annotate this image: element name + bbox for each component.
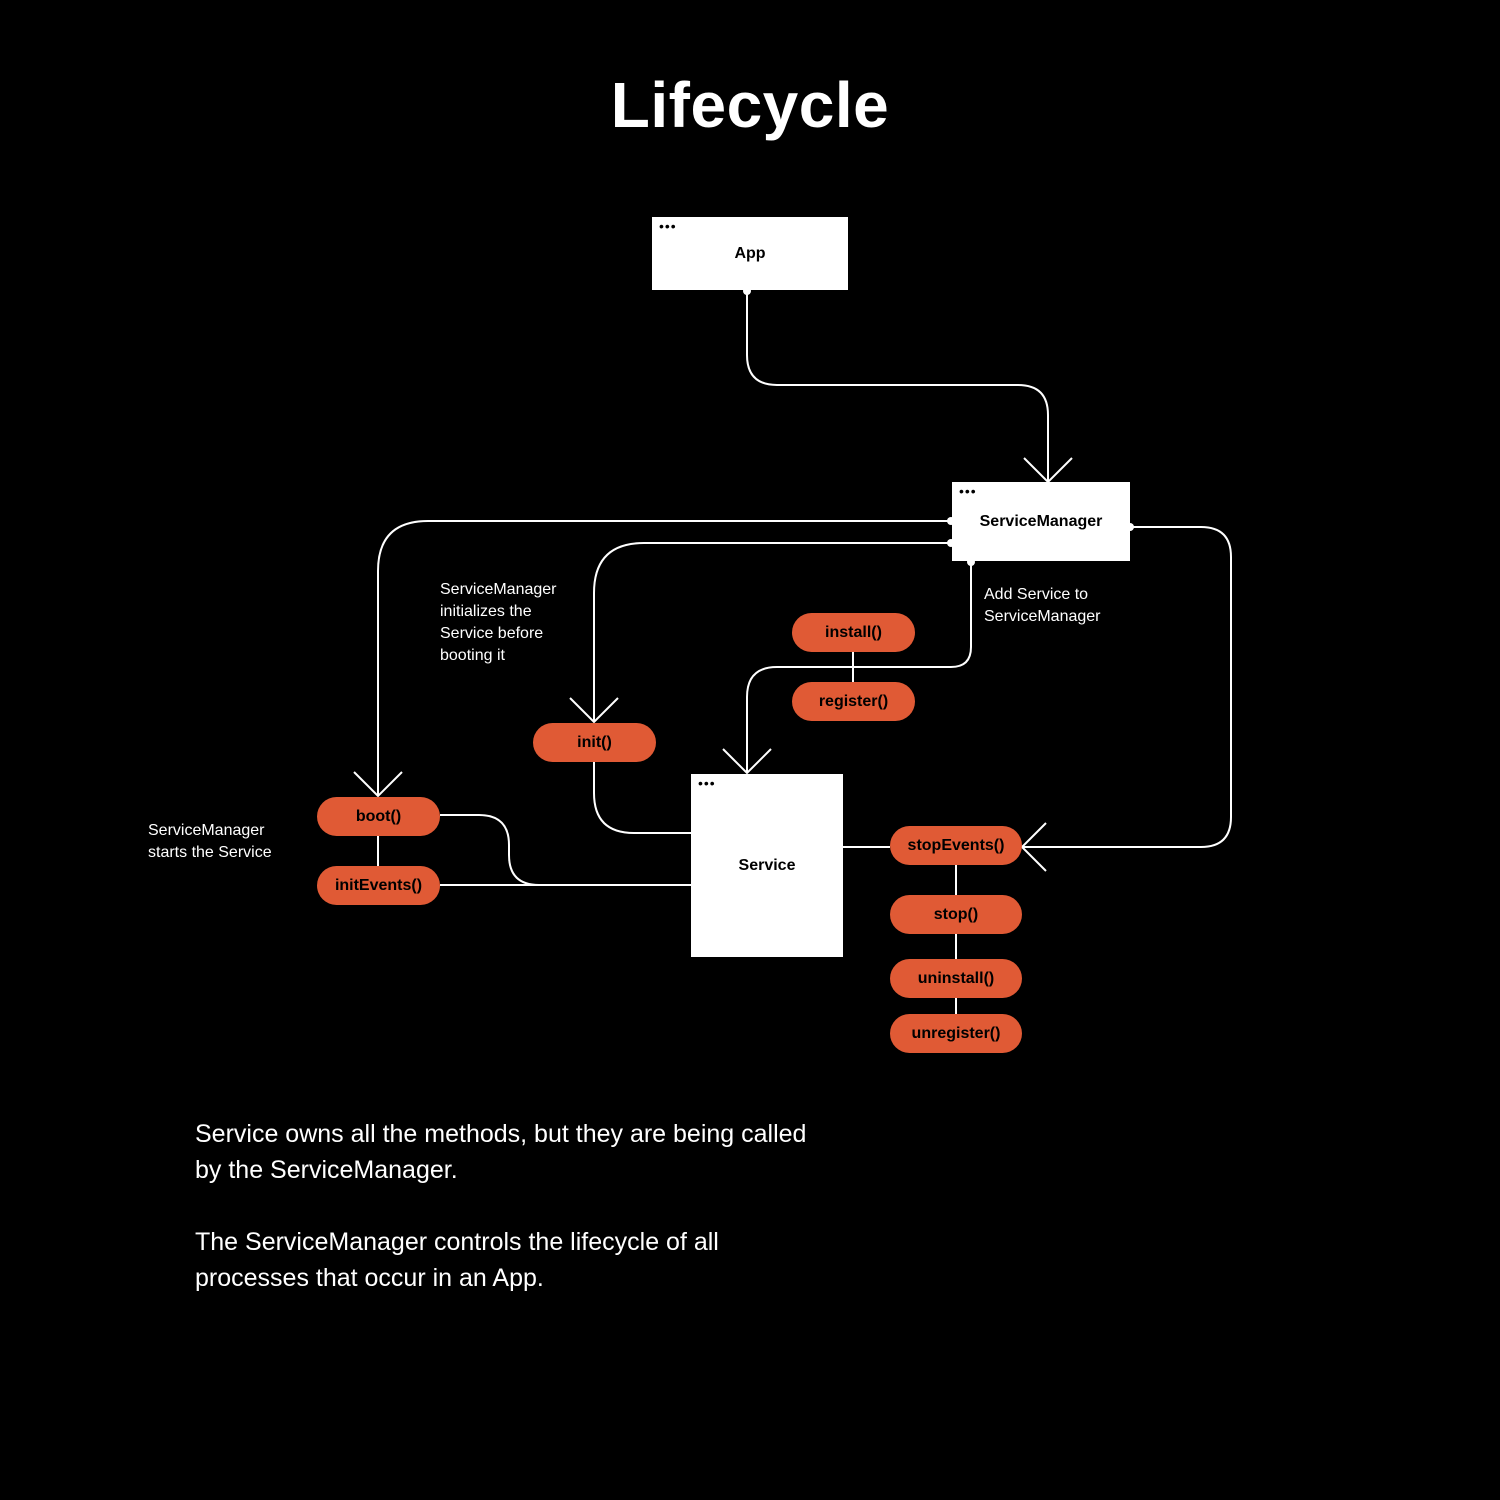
method-install: install(): [792, 613, 915, 652]
note-starts: ServiceManager starts the Service: [148, 822, 272, 861]
note-initializes: ServiceManager initializes the Service b…: [440, 581, 557, 664]
method-register: register(): [792, 682, 915, 721]
connector-service-manager-to-boot: [377, 520, 952, 796]
arrowhead-init: [569, 697, 619, 724]
connector-service-manager-to-init: [593, 542, 952, 722]
service-manager-box-label: ServiceManager: [979, 512, 1103, 530]
arrowhead-boot: [353, 771, 403, 798]
method-uninstall: uninstall(): [890, 959, 1022, 998]
service-box: ••• Service: [691, 774, 843, 957]
app-box: ••• App: [652, 217, 848, 290]
connector-service-manager-to-stop-events: [1022, 526, 1232, 848]
app-box-label: App: [734, 244, 766, 262]
connector-app-to-service-manager: [746, 290, 1049, 482]
arrowhead-stop-events: [1020, 822, 1047, 872]
footer-paragraph-1: Service owns all the methods, but they a…: [195, 1120, 807, 1184]
method-init: init(): [533, 723, 656, 762]
window-dots-icon: •••: [959, 483, 977, 499]
method-boot: boot(): [317, 797, 440, 836]
connector-service-manager-to-service: [746, 561, 972, 773]
connector-boot-to-service: [440, 814, 691, 886]
method-unregister: unregister(): [890, 1014, 1022, 1053]
window-dots-icon: •••: [698, 775, 716, 791]
method-stop: stop(): [890, 895, 1022, 934]
connector-init-to-service: [593, 762, 691, 834]
method-init-events: initEvents(): [317, 866, 440, 905]
window-dots-icon: •••: [659, 218, 677, 234]
footer-paragraph-2: The ServiceManager controls the lifecycl…: [195, 1228, 719, 1292]
method-stop-events: stopEvents(): [890, 826, 1022, 865]
service-box-label: Service: [738, 856, 796, 874]
arrowhead-service: [722, 748, 772, 775]
service-manager-box: ••• ServiceManager: [952, 482, 1130, 561]
note-add-service: Add Service to ServiceManager: [984, 586, 1101, 625]
page-title: Lifecycle: [610, 69, 890, 141]
